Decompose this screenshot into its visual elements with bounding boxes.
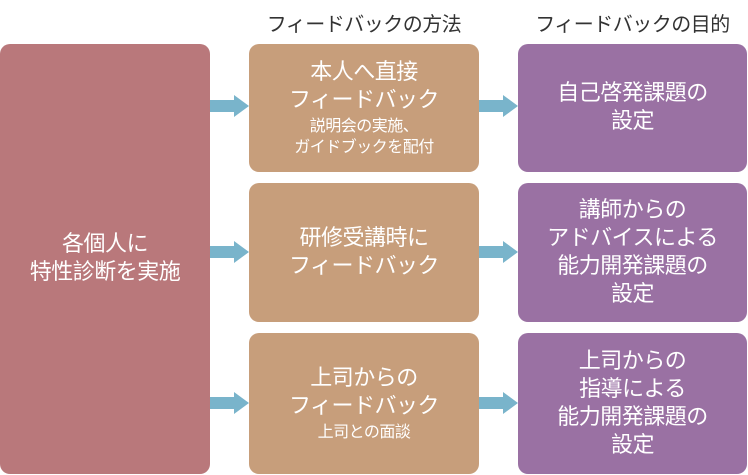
method-line: フィードバック	[288, 394, 440, 419]
method-line: 本人へ直接	[310, 60, 418, 85]
purpose-line: 能力開発課題の	[557, 404, 708, 430]
header-method: フィードバックの方法	[266, 12, 462, 36]
purpose-line: 自己啓発課題の	[557, 81, 708, 106]
arrow-right-icon	[479, 241, 518, 263]
arrow-right-icon	[479, 95, 518, 117]
purpose-line: 能力開発課題の	[557, 253, 708, 279]
method-box-supervisor: 上司からの フィードバック 上司との面談	[249, 333, 479, 474]
method-box-training: 研修受講時に フィードバック	[249, 183, 479, 322]
arrow-right-icon	[210, 392, 249, 414]
purpose-line: 講師からの	[578, 197, 687, 223]
purpose-box-supervisor: 上司からの 指導による 能力開発課題の 設定	[518, 333, 747, 474]
method-line: フィードバック	[288, 253, 440, 279]
purpose-line: 設定	[610, 109, 655, 134]
purpose-line: 指導による	[579, 376, 686, 402]
purpose-line: 上司からの	[578, 348, 687, 374]
arrow-right-icon	[210, 241, 249, 263]
arrow-right-icon	[479, 392, 518, 414]
source-box: 各個人に 特性診断を実施	[0, 44, 210, 474]
method-subline: ガイドブックを配付	[294, 137, 434, 156]
purpose-line: 設定	[610, 281, 655, 307]
source-line: 各個人に	[61, 232, 149, 257]
source-line: 特性診断を実施	[29, 260, 181, 285]
purpose-box-instructor: 講師からの アドバイスによる 能力開発課題の 設定	[518, 183, 747, 322]
method-line: フィードバック	[288, 88, 440, 113]
arrow-right-icon	[210, 95, 249, 117]
purpose-line: アドバイスによる	[547, 225, 718, 251]
method-subline: 説明会の実施、	[309, 116, 419, 135]
method-box-direct: 本人へ直接 フィードバック 説明会の実施、 ガイドブックを配付	[249, 44, 479, 172]
method-line: 上司からの	[310, 366, 418, 391]
purpose-box-self-development: 自己啓発課題の 設定	[518, 44, 747, 172]
header-purpose: フィードバックの目的	[535, 12, 730, 36]
method-subline: 上司との面談	[317, 422, 411, 441]
purpose-line: 設定	[610, 432, 655, 458]
method-line: 研修受講時に	[299, 225, 429, 251]
